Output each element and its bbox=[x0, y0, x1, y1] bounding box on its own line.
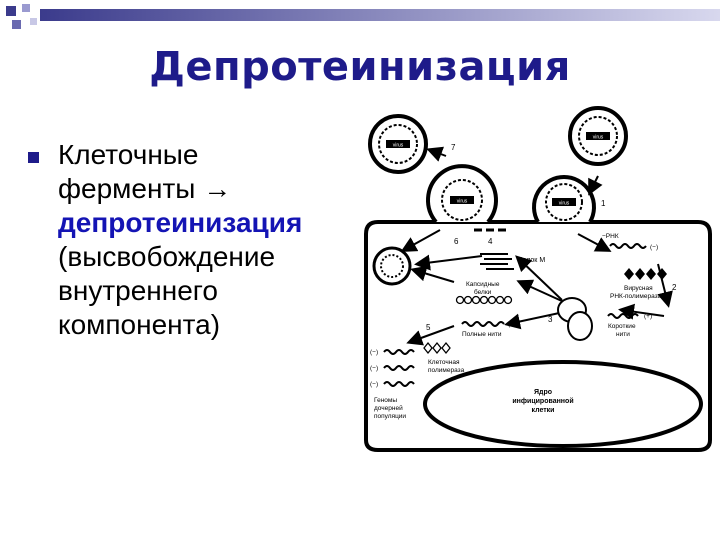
highlight-term: депротеинизация bbox=[58, 207, 303, 238]
viral-polymerase-label: РНК-полимераза bbox=[610, 293, 662, 300]
svg-text:(−): (−) bbox=[370, 381, 378, 388]
decor-bar bbox=[40, 9, 720, 21]
arrow bbox=[414, 254, 483, 271]
assembling-virion bbox=[372, 246, 412, 286]
polarity-label: (−) bbox=[650, 244, 658, 251]
virion: virus bbox=[368, 114, 428, 174]
step-number: 1 bbox=[601, 199, 606, 208]
step-number: 5 bbox=[426, 323, 431, 332]
svg-text:(−): (−) bbox=[370, 349, 378, 356]
genomes-label: популяции bbox=[374, 413, 406, 420]
page-title: Депротеинизация bbox=[149, 44, 571, 90]
bullet-line: внутреннего bbox=[58, 275, 218, 306]
cell-polymerase bbox=[423, 341, 451, 355]
short-strand-label: (+) bbox=[644, 313, 652, 320]
cell-polymerase-label: полимераза bbox=[428, 367, 465, 374]
nucleus-label: инфицированной bbox=[512, 397, 573, 405]
capsid-proteins bbox=[455, 295, 513, 305]
bullet-line: Клеточные bbox=[58, 139, 199, 170]
nucleus bbox=[423, 360, 703, 448]
arrow bbox=[516, 279, 565, 303]
virion: virus bbox=[568, 106, 628, 166]
bullet-line: (высвобождение bbox=[58, 241, 276, 272]
ribonucleoprotein bbox=[567, 311, 593, 341]
decor-square bbox=[30, 18, 37, 25]
step-number: 6 bbox=[454, 237, 459, 246]
genomes-label: дочерней bbox=[374, 404, 403, 412]
rna-minus-label: −РНК bbox=[602, 233, 619, 240]
arrow bbox=[406, 325, 455, 346]
virus-replication-diagram: Ядро инфицированной клетки virus virus v… bbox=[364, 106, 712, 452]
daughter-genomes: (−) (−) (−) bbox=[370, 349, 415, 388]
step-number: 7 bbox=[451, 143, 456, 152]
arrow bbox=[588, 175, 603, 196]
genomes-label: Геномы bbox=[374, 397, 397, 404]
decor-square bbox=[6, 6, 16, 16]
protein-m-stack bbox=[480, 253, 514, 270]
arrow bbox=[577, 233, 612, 252]
title-decoration bbox=[6, 4, 720, 29]
bullet-line: компонента) bbox=[58, 309, 221, 340]
protein-m-label: Белок М bbox=[518, 257, 545, 264]
nucleus-label: Ядро bbox=[534, 389, 552, 396]
decor-square bbox=[12, 20, 21, 29]
arrow bbox=[618, 303, 665, 320]
capsid-label: белки bbox=[474, 288, 492, 296]
svg-text:virus: virus bbox=[393, 143, 404, 149]
arrow bbox=[515, 255, 563, 301]
arrow bbox=[410, 265, 455, 283]
svg-text:virus: virus bbox=[457, 199, 468, 205]
short-strand-label: нити bbox=[616, 331, 630, 338]
arrow bbox=[504, 311, 565, 330]
decor-square bbox=[22, 4, 30, 12]
arrow bbox=[657, 263, 673, 308]
viral-polymerase bbox=[624, 268, 667, 280]
entering-virion: virus bbox=[532, 175, 596, 223]
arrow bbox=[426, 146, 447, 162]
svg-text:virus: virus bbox=[593, 135, 604, 141]
bullet-line: ферменты → bbox=[58, 173, 232, 204]
arrow bbox=[400, 229, 441, 252]
bullet-square-icon bbox=[28, 152, 39, 163]
full-strand bbox=[461, 321, 505, 327]
budding-virion: virus bbox=[426, 164, 498, 224]
full-strand-label: (+) bbox=[508, 321, 516, 328]
rna-strand bbox=[609, 243, 647, 249]
nucleus-label: клетки bbox=[532, 407, 555, 414]
short-strand-label: Короткие bbox=[608, 323, 636, 330]
short-strand bbox=[607, 313, 639, 319]
capsid-label: Капсидные bbox=[466, 281, 500, 288]
viral-polymerase-label: Вирусная bbox=[624, 285, 653, 292]
step-number: 3 bbox=[548, 315, 553, 324]
bullet-item: Клеточные ферменты → депротеинизация (вы… bbox=[58, 138, 302, 342]
svg-text:virus: virus bbox=[559, 201, 570, 207]
cell-polymerase-label: Клеточная bbox=[428, 359, 460, 366]
svg-text:(−): (−) bbox=[370, 365, 378, 372]
cell-membrane bbox=[364, 220, 712, 452]
full-strand-label: Полные нити bbox=[462, 331, 502, 338]
step-number: 4 bbox=[488, 237, 493, 246]
step-number: 2 bbox=[672, 283, 677, 292]
